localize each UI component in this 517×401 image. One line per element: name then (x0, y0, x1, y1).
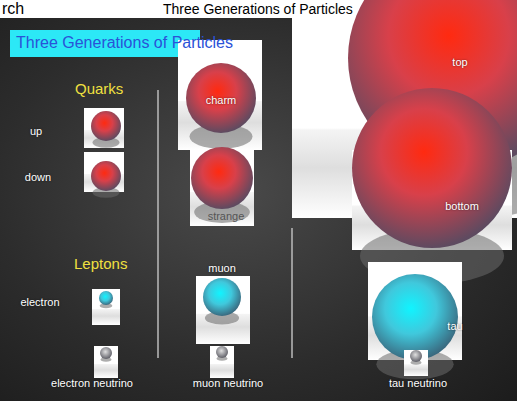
particle-node: up (84, 108, 124, 148)
particle-name: bottom (445, 200, 479, 212)
particle-node: muon (196, 276, 250, 344)
slide-background: QuarksLeptons Three Generations of Partic… (0, 18, 517, 401)
particle-node: down (84, 152, 124, 192)
title-banner: Three Generations of Particles (10, 30, 200, 57)
cut-heading: rch (2, 0, 24, 18)
particle-name: muon neutrino (193, 377, 263, 389)
particle-node: tau neutrino (404, 350, 428, 376)
group-label: Leptons (74, 255, 127, 272)
particle-sphere (404, 350, 428, 376)
particle-node: charm (178, 40, 262, 150)
group-label: Quarks (75, 80, 123, 97)
particle-sphere (368, 262, 462, 360)
particle-name: electron neutrino (51, 377, 133, 389)
particle-sphere (352, 150, 512, 250)
particle-name: tau neutrino (389, 377, 447, 389)
particle-name: muon (208, 262, 236, 274)
particle-node: tau (368, 262, 462, 360)
particle-name: charm (206, 94, 237, 106)
particle-node: strange (190, 150, 254, 226)
particle-node: muon neutrino (210, 346, 234, 378)
particle-sphere (94, 346, 118, 378)
particle-sphere (196, 276, 250, 344)
particle-name: top (452, 56, 467, 68)
particle-node: electron (92, 289, 120, 325)
particle-sphere (92, 289, 120, 325)
banner-text: Three Generations of Particles (10, 30, 200, 56)
particle-name: down (25, 171, 51, 183)
particle-sphere (84, 108, 124, 148)
particle-node: bottom (352, 150, 512, 250)
particle-name: electron (20, 296, 59, 308)
slide-title: Three Generations of Particles (163, 1, 353, 17)
particle-name: strange (208, 210, 245, 222)
particle-sphere (84, 152, 124, 192)
particle-node: electron neutrino (94, 346, 118, 378)
particle-name: tau (447, 320, 462, 332)
particle-sphere (210, 346, 234, 378)
particle-name: up (30, 125, 42, 137)
